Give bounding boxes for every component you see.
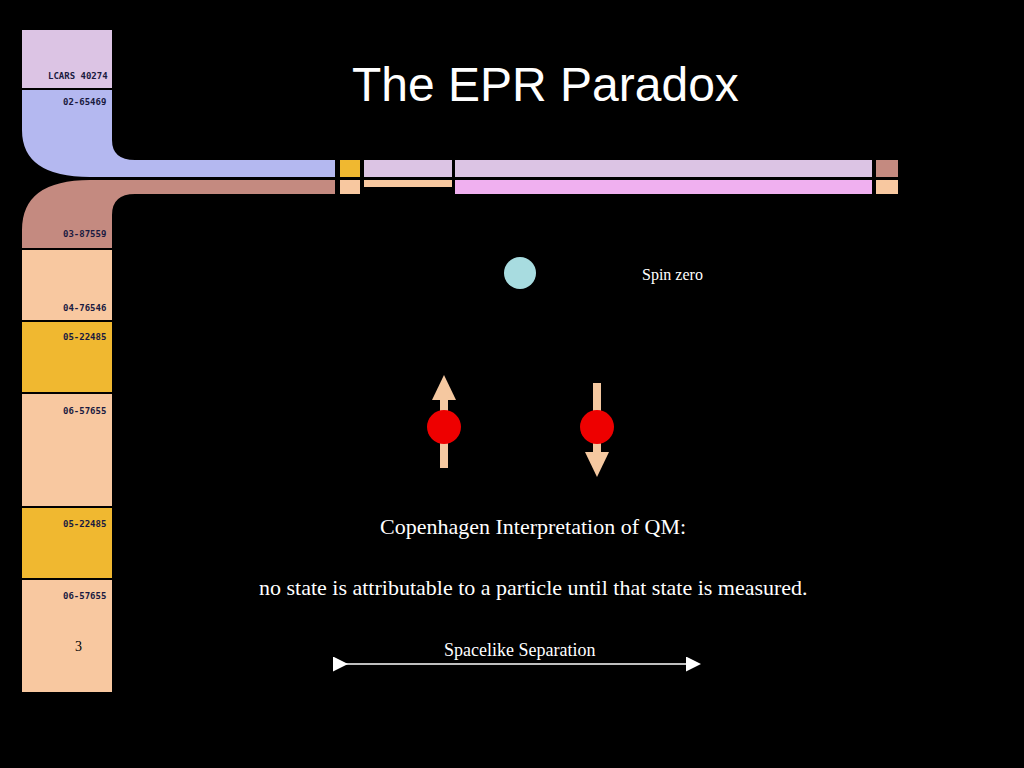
lcars-code: 03-87559 [63,229,106,239]
interpretation-heading: Copenhagen Interpretation of QM: [380,514,686,540]
lcars-code: 02-65469 [63,97,106,107]
separation-label: Spacelike Separation [444,640,595,661]
lcars-code: 05-22485 [63,519,106,529]
lcars-code: 06-57655 [63,591,106,601]
lcars-code: 06-57655 [63,406,106,416]
slide-number: 3 [75,639,82,655]
interpretation-text: no state is attributable to a particle u… [259,575,808,601]
lcars-code: LCARS 40274 [48,71,108,81]
slide-title: The EPR Paradox [352,57,739,112]
particle-label: Spin zero [642,266,703,284]
lcars-code: 04-76546 [63,303,106,313]
lcars-code: 05-22485 [63,332,106,342]
